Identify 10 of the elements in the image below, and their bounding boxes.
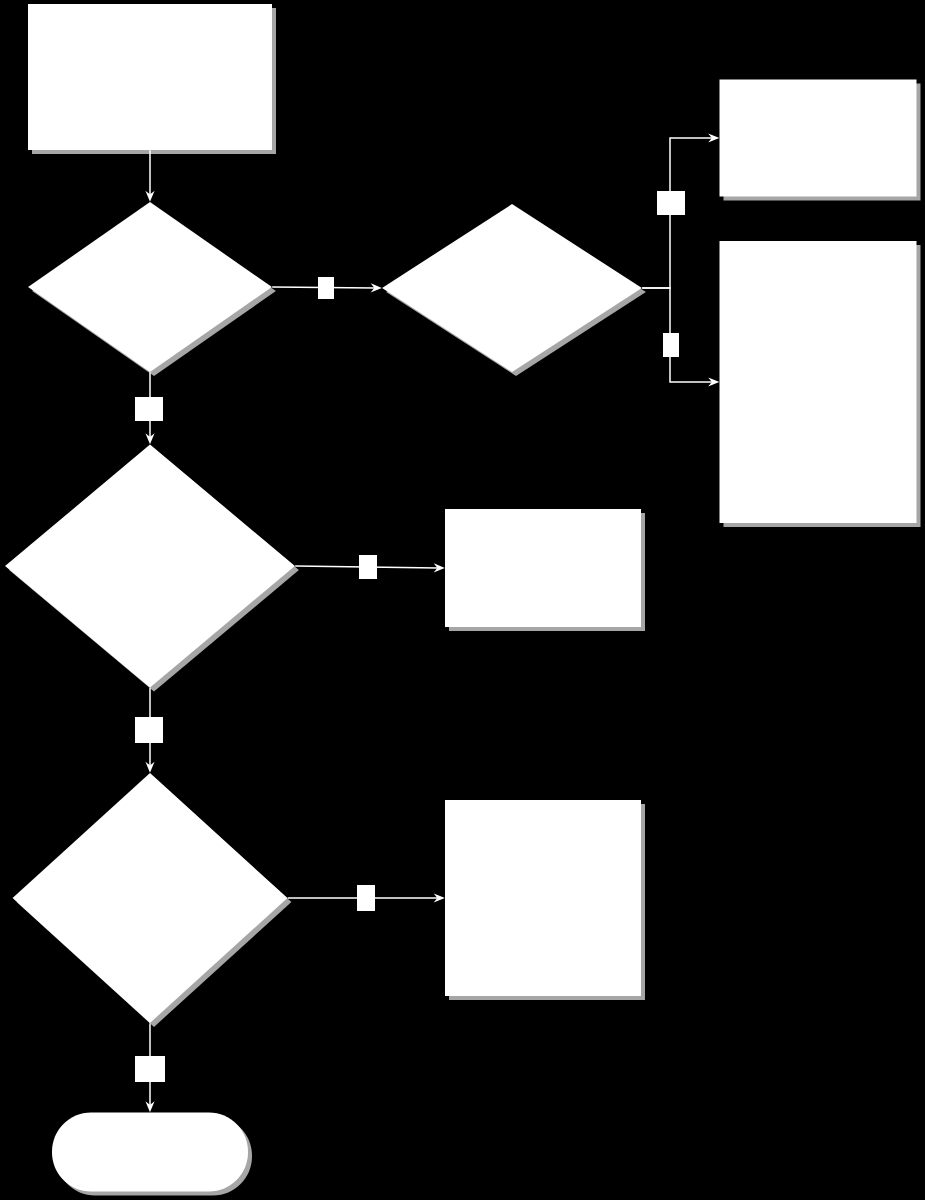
decision-diamond xyxy=(12,773,292,1027)
process-box xyxy=(719,79,921,201)
decision-diamond xyxy=(382,204,646,376)
decision-diamond xyxy=(28,202,276,376)
process-box xyxy=(28,4,276,154)
decision-diamond xyxy=(5,444,299,692)
terminal-box xyxy=(52,1112,252,1196)
process-box xyxy=(445,509,645,631)
process-box xyxy=(445,800,645,1000)
process-box xyxy=(719,241,921,527)
